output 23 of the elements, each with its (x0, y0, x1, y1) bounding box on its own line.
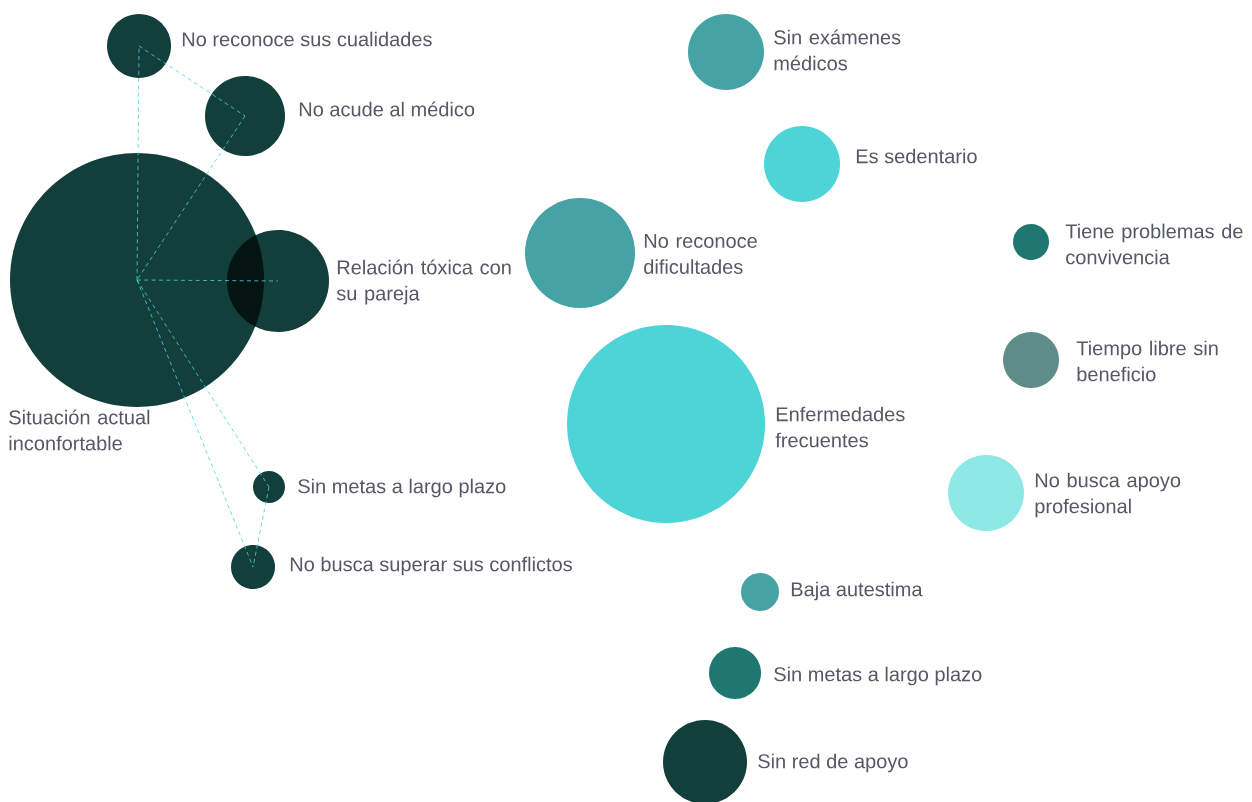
bubble-label: Situación actual inconfortable (9, 409, 150, 451)
bubble-label: No reconoce dificultades (644, 234, 757, 274)
bubble-label: Sin metas a largo plazo (298, 478, 506, 498)
connector-line (136, 279, 279, 282)
connector-line (136, 115, 246, 281)
connector-line (138, 45, 246, 117)
bubble-label: Tiempo libre sin beneficio (1076, 340, 1218, 382)
connector-line (252, 486, 270, 568)
bubble-label: No acude al médico (299, 101, 475, 117)
bubble-label: Tiene problemas de convivencia (1065, 223, 1243, 265)
bubble-label: Sin exámenes médicos (774, 29, 901, 71)
bubble-label: Sin red de apoyo (758, 753, 908, 773)
bubble-label: Enfermedades frecuentes (775, 406, 905, 448)
bubble-label: No busca superar sus conflictos (290, 556, 572, 576)
bubble-label: Baja autestima (791, 581, 923, 601)
connector-line (136, 279, 254, 568)
bubble-label: Relación tóxica con su pareja (336, 259, 511, 305)
connector-line (136, 279, 270, 488)
bubble-label: No busca apoyo profesional (1035, 472, 1181, 518)
bubble-label: Es sedentario (856, 148, 977, 164)
bubble-label: No reconoce sus cualidades (182, 31, 432, 47)
bubble-label: Sin metas a largo plazo (774, 666, 982, 686)
connector-line (136, 45, 140, 281)
